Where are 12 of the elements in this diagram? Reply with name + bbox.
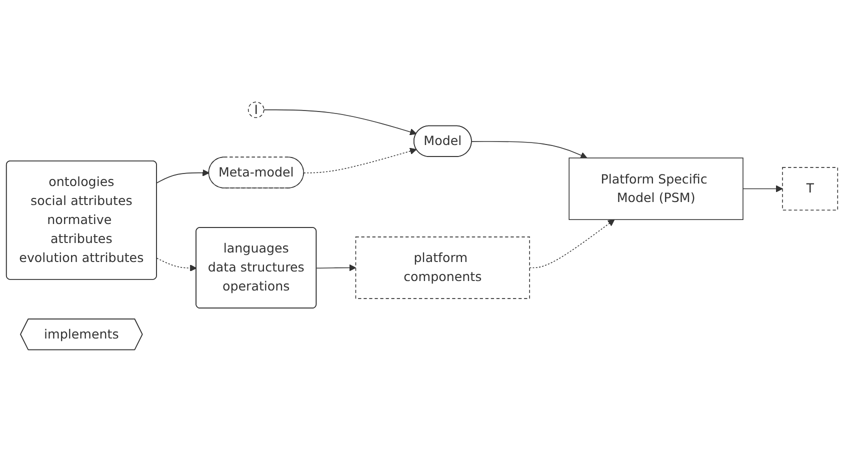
node-box: platform components [355, 236, 530, 299]
arrow [156, 258, 197, 272]
node-circle: I [248, 102, 264, 118]
arrow [742, 185, 783, 192]
arrow [264, 109, 417, 136]
arrow [316, 264, 356, 272]
arrow [529, 219, 615, 268]
arrow [471, 141, 588, 159]
arrow [304, 148, 417, 174]
node-box: T [782, 167, 838, 210]
node-box: Platform Specific Model (PSM) [568, 158, 744, 220]
arrow [156, 169, 210, 184]
